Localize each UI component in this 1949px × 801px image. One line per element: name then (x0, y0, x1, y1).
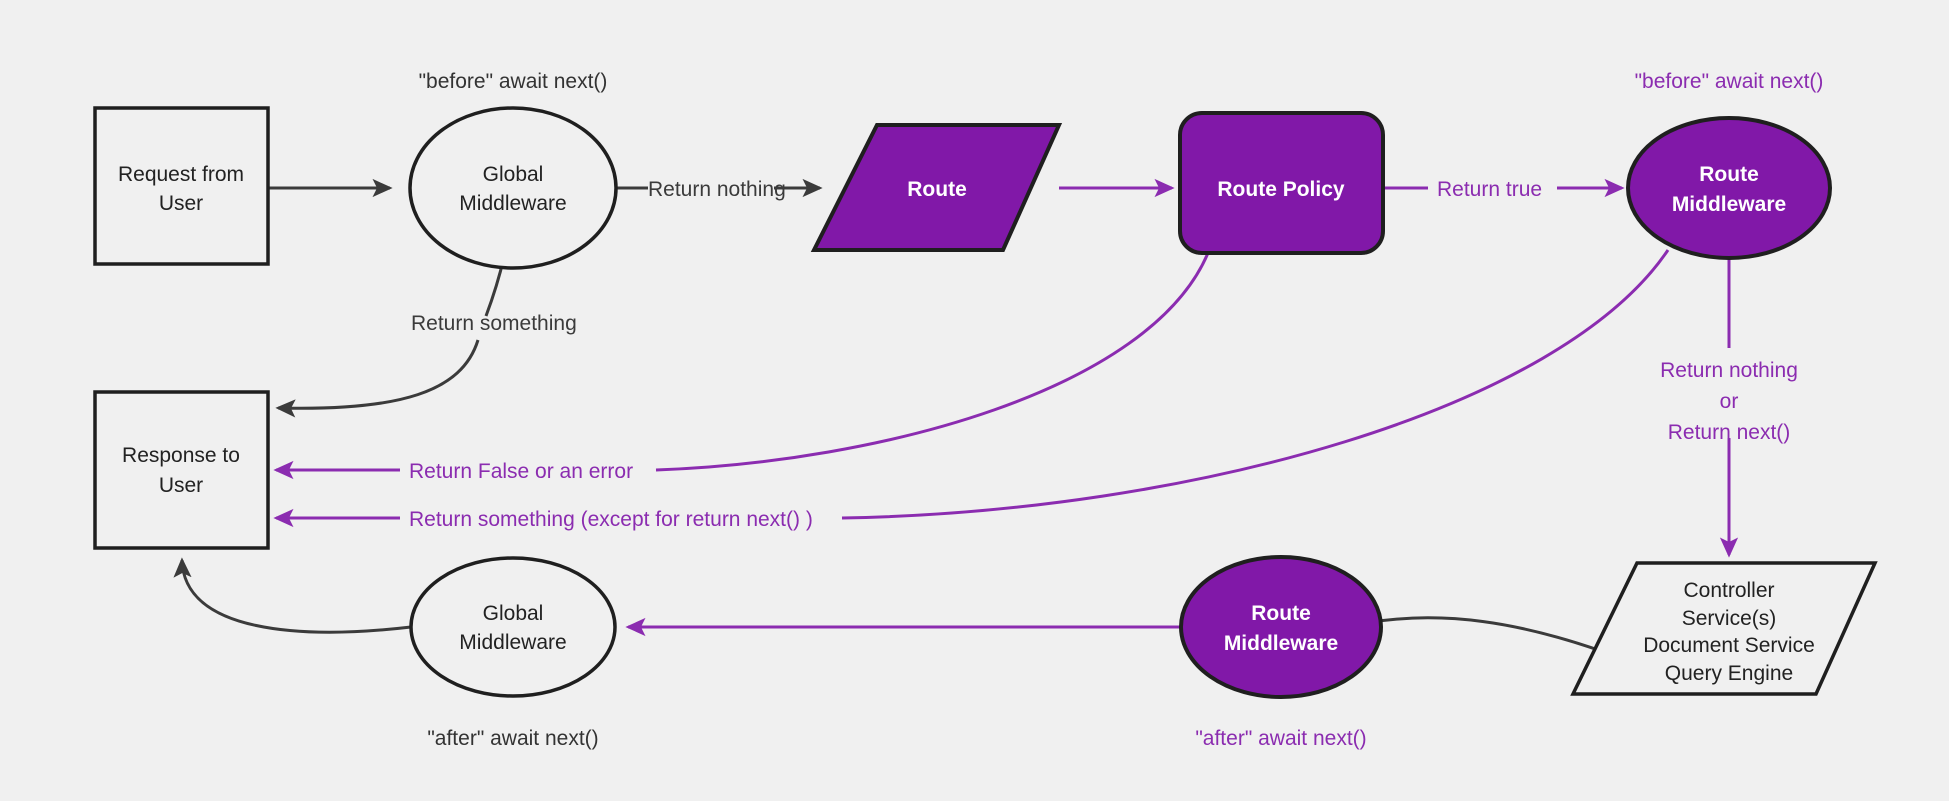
edge-label-return-nothing: Return nothing (648, 178, 786, 201)
node-controller-line2: Service(s) (1682, 607, 1777, 630)
node-response-to-user-line1: Response to (122, 444, 240, 467)
edge-label-return-nothing-or-next-line1: Return nothing (1660, 359, 1798, 382)
node-route-middleware-bottom-line2: Middleware (1224, 632, 1338, 655)
node-response-to-user-line2: User (159, 474, 203, 497)
node-route-middleware-bottom[interactable]: Route Middleware (1179, 555, 1383, 699)
edge-global-middleware-bottom-to-response (173, 557, 412, 634)
node-controller-line1: Controller (1683, 579, 1774, 602)
node-route-label: Route (907, 178, 967, 201)
annotation-before-route-middleware: "before" await next() (1635, 70, 1824, 93)
node-controller[interactable]: Controller Service(s) Document Service Q… (1570, 561, 1878, 696)
edge-label-return-something-except: Return something (except for return next… (409, 508, 813, 531)
annotation-after-route-middleware: "after" await next() (1195, 727, 1366, 750)
node-controller-line4: Query Engine (1665, 662, 1793, 685)
edge-label-return-nothing-or-next-line3: Return next() (1668, 421, 1791, 444)
edge-label-return-true: Return true (1437, 178, 1542, 201)
node-request-from-user-line1: Request from (118, 163, 244, 186)
node-route-policy-label: Route Policy (1217, 178, 1345, 201)
node-request-from-user-line2: User (159, 192, 203, 215)
node-route-middleware-top-line1: Route (1699, 163, 1759, 186)
edge-label-return-something-global: Return something (411, 312, 577, 335)
node-route-middleware-bottom-line1: Route (1251, 602, 1311, 625)
node-response-to-user[interactable]: Response to User (93, 390, 270, 550)
node-route-middleware-top-line2: Middleware (1672, 193, 1786, 216)
annotation-after-global-middleware: "after" await next() (427, 727, 598, 750)
node-global-middleware-bottom-line1: Global (483, 602, 544, 625)
edge-label-return-false-or-error: Return False or an error (409, 460, 633, 483)
node-request-from-user[interactable]: Request from User (93, 106, 270, 266)
node-global-middleware-bottom-line2: Middleware (459, 631, 566, 654)
node-controller-line3: Document Service (1643, 634, 1815, 657)
node-route-middleware-top[interactable]: Route Middleware (1626, 116, 1832, 260)
node-global-middleware-bottom[interactable]: Global Middleware (409, 556, 617, 698)
annotation-before-global-middleware: "before" await next() (419, 70, 608, 93)
edge-controller-to-route-middleware-bottom (1344, 614, 1605, 654)
edge-label-return-nothing-or-next-line2: or (1720, 390, 1739, 413)
edge-route-policy-to-response-curve (655, 252, 1210, 472)
edge-global-middleware-to-response-lower (275, 339, 480, 418)
node-route-policy[interactable]: Route Policy (1178, 111, 1385, 255)
edge-route-middleware-to-response-curve (841, 249, 1670, 520)
node-route[interactable]: Route (810, 123, 1063, 252)
node-global-middleware-top-line2: Middleware (459, 192, 566, 215)
node-global-middleware-top[interactable]: Global Middleware (408, 106, 618, 270)
node-global-middleware-top-line1: Global (483, 163, 544, 186)
